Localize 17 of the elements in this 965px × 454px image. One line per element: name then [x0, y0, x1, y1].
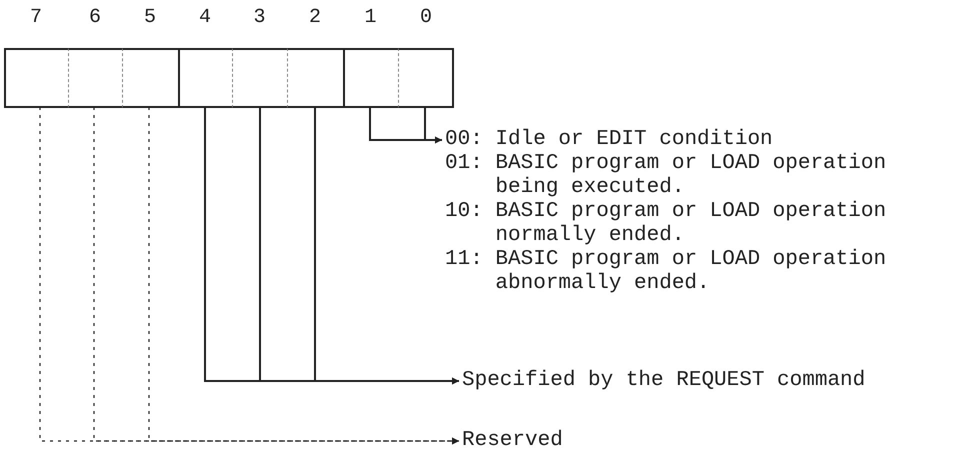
- bit-number: 7: [28, 6, 43, 30]
- bit-number: 0: [418, 6, 433, 30]
- bit-number: 2: [308, 6, 322, 30]
- dotted-arrow: [148, 107, 459, 444]
- value-description: 11: BASIC program or LOAD operation abnormally ended.: [445, 248, 888, 296]
- arrow: [424, 107, 442, 144]
- bit-number: 3: [252, 6, 266, 30]
- field-description: Specified by the REQUEST command: [462, 369, 866, 393]
- arrow: [314, 107, 459, 384]
- value-description: 00: Idle or EDIT condition: [445, 128, 774, 152]
- field-description: Reserved: [462, 429, 563, 453]
- bit-number: 6: [88, 6, 102, 30]
- value-description: 01: BASIC program or LOAD operation being executed.: [445, 152, 888, 200]
- bit-number: 4: [198, 6, 212, 30]
- value-description: 10: BASIC program or LOAD operation normally ended.: [445, 200, 888, 248]
- bit-number: 1: [363, 6, 378, 30]
- bit-number: 5: [142, 6, 157, 30]
